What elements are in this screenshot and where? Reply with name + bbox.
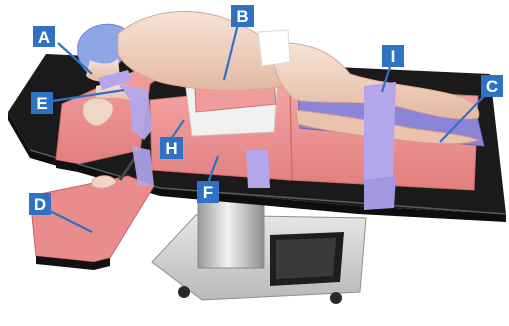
svg-text:E: E <box>36 94 47 113</box>
svg-text:D: D <box>34 195 46 214</box>
callout-b: B <box>231 5 254 27</box>
svg-text:I: I <box>391 47 396 66</box>
callout-a: A <box>33 26 55 47</box>
callout-h: H <box>160 137 183 159</box>
leg-strap <box>364 82 396 210</box>
axillary-roll-strap <box>258 30 290 66</box>
svg-text:F: F <box>203 183 213 202</box>
svg-text:H: H <box>165 139 177 158</box>
callout-f: F <box>197 181 219 203</box>
callout-i: I <box>382 45 404 67</box>
callout-d: D <box>29 193 51 215</box>
callout-e: E <box>31 92 53 114</box>
callout-c: C <box>481 75 503 97</box>
svg-text:C: C <box>486 77 498 96</box>
svg-text:A: A <box>38 28 50 47</box>
svg-text:B: B <box>236 7 248 26</box>
hip-strap <box>246 150 270 188</box>
